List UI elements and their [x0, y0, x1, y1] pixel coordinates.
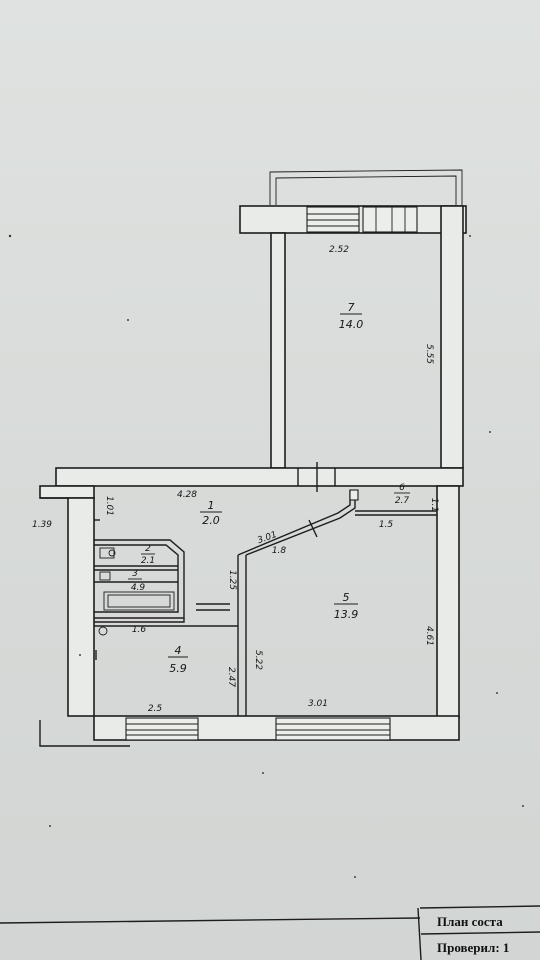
upper-room-walls	[239, 205, 467, 469]
dim-corridor-a: 1.8	[272, 546, 287, 556]
room-number: 3	[132, 569, 138, 579]
dimension-labels: 2.525.554.281.011.393.011.81.51.11.255.2…	[32, 245, 439, 714]
dim-bath-width: 1.6	[132, 625, 147, 635]
room-area: 14.0	[339, 318, 364, 331]
dim-corridor-b: 1.5	[379, 520, 394, 530]
balcony	[269, 169, 463, 205]
dim-room4-bottom: 2.5	[148, 704, 163, 714]
bottom-wall	[93, 715, 460, 741]
room-number: 7	[348, 301, 355, 314]
middle-wall	[55, 462, 464, 492]
room-label-4: 4 5.9	[168, 644, 188, 675]
room-area: 5.9	[169, 662, 187, 675]
room-label-5: 5 13.9	[334, 591, 359, 621]
dim-toilet-depth: 4.9	[131, 583, 146, 593]
dim-room7-depth: 5.55	[424, 344, 434, 364]
room-number: 4	[175, 644, 182, 657]
dim-left-width: 1.39	[32, 520, 52, 530]
room-labels: 7 14.0 1 2.0 5 13.9 4 5.9 6 2.7 2 2.1	[128, 301, 410, 675]
room-number: 1	[208, 499, 215, 512]
room-area: 2.7	[395, 496, 410, 506]
title-block-row-2: Проверил: 1	[437, 940, 509, 955]
lower-left-walls	[39, 485, 130, 747]
inner-partitions	[94, 489, 437, 716]
dim-room7-width: 2.52	[329, 245, 349, 255]
room-label-6: 6 2.7	[394, 483, 410, 506]
title-block-row-1: План соста	[437, 914, 503, 929]
dim-hall-depth: 1.01	[104, 496, 114, 516]
top-window	[306, 206, 418, 233]
room-label-2: 2 2.1	[141, 544, 155, 566]
dim-room4-height: 2.47	[226, 667, 236, 687]
room-label-3: 3	[128, 569, 142, 580]
room-label-1: 1 2.0	[200, 499, 222, 527]
dim-partition: 1.25	[227, 570, 237, 590]
room-number: 2	[145, 544, 151, 554]
dim-closet-depth: 1.1	[429, 498, 439, 512]
room-area: 13.9	[334, 608, 359, 621]
dim-room5-bottom: 3.01	[308, 699, 328, 709]
room-area: 2.1	[141, 556, 155, 566]
lower-right-wall	[436, 485, 460, 719]
dim-room5-height: 5.22	[253, 650, 263, 670]
title-block: План соста Проверил: 1	[0, 905, 540, 960]
paper-specks	[8, 234, 524, 878]
dim-hall-length: 4.28	[177, 490, 197, 500]
room-number: 6	[399, 483, 405, 493]
dim-room5-width: 4.61	[424, 626, 434, 646]
room-area: 2.0	[202, 514, 220, 527]
room-label-7: 7 14.0	[339, 301, 364, 331]
room-number: 5	[343, 591, 350, 604]
